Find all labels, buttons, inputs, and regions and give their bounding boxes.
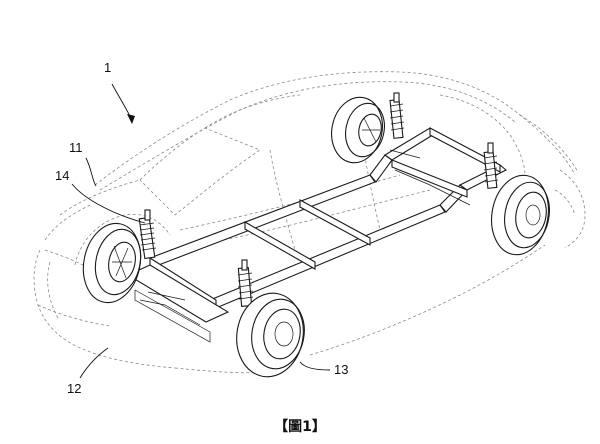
reference-label-14: 14 xyxy=(55,168,70,183)
reference-label-12: 12 xyxy=(67,381,82,396)
wheel-rear-right xyxy=(491,174,550,256)
rear-right-shock xyxy=(483,142,499,189)
wheel-front-left xyxy=(82,222,142,304)
reference-label-1: 1 xyxy=(104,60,112,75)
front-right-shock xyxy=(237,259,254,307)
arrow-1-head xyxy=(127,114,135,124)
front-left-shock xyxy=(138,209,157,260)
chassis-frame xyxy=(126,127,507,343)
rear-left-shock xyxy=(389,92,405,139)
leader-lines xyxy=(71,83,331,379)
wheel-front-right xyxy=(236,292,305,378)
reference-label-11: 11 xyxy=(69,140,83,155)
wheel-rear-left xyxy=(331,96,385,164)
figure-caption: 【圖1】 xyxy=(274,419,326,435)
reference-label-13: 13 xyxy=(334,362,349,377)
